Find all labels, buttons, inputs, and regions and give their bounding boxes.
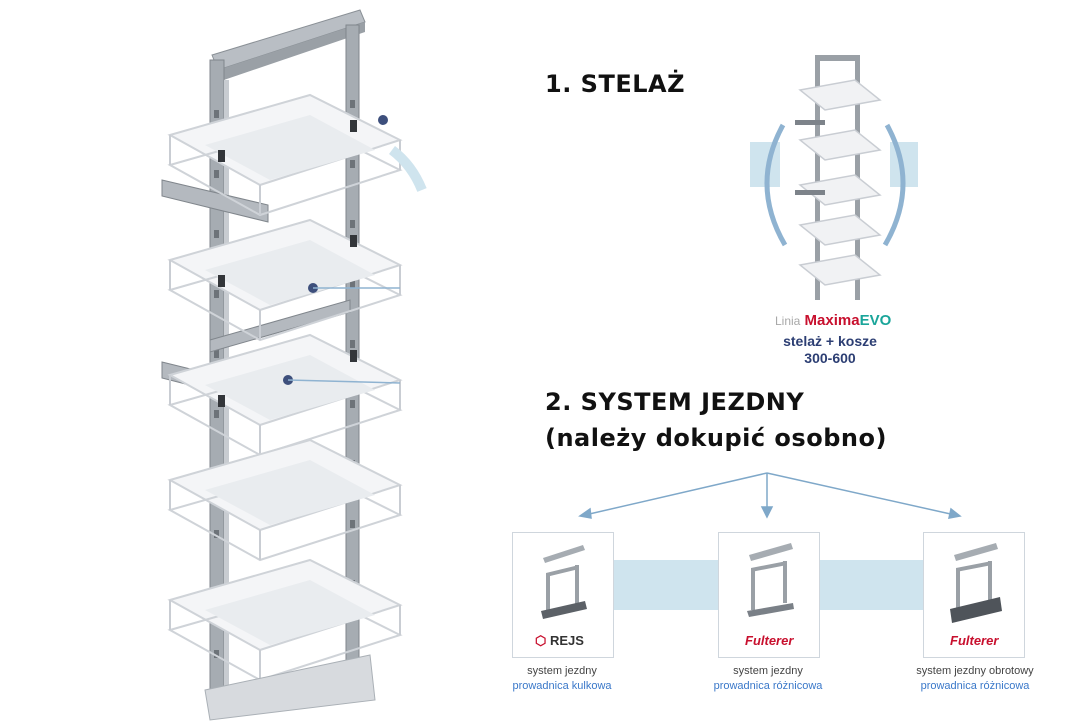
brand-name: Maxima <box>804 312 860 329</box>
brand-prefix: Linia <box>775 314 801 328</box>
system-caption-3: system jezdny obrotowy prowadnica różnic… <box>900 664 1050 694</box>
differential-slide-icon <box>747 543 794 617</box>
fulterer-logo: Fulterer <box>950 633 999 648</box>
system-caption-2-title: system jezdny <box>733 665 803 677</box>
brand-suffix: EVO <box>859 312 892 329</box>
system-caption-3-type: prowadnica różnicowa <box>920 680 1030 692</box>
system-caption-2-type: prowadnica różnicowa <box>713 680 823 692</box>
system-caption-1: system jezdny prowadnica kulkowa <box>492 664 632 694</box>
pantry-unit-illustration <box>161 9 427 721</box>
rotating-slide-icon <box>950 543 1002 623</box>
system-caption-2: system jezdny prowadnica różnicowa <box>698 664 838 694</box>
ball-slide-icon <box>541 545 587 619</box>
section-2-subheading: (należy dokupić osobno) <box>545 424 887 452</box>
product-desc-line1: stelaż + kosze <box>783 333 877 349</box>
product-desc-line2: 300-600 <box>804 350 856 366</box>
distribution-arrows <box>578 472 962 519</box>
section-1-heading: 1. STELAŻ <box>545 70 685 98</box>
fulterer-logo: Fulterer <box>745 633 794 648</box>
system-card-2[interactable]: Fulterer <box>718 532 820 658</box>
system-card-1[interactable]: ⬡ REJS <box>512 532 614 658</box>
system-caption-1-title: system jezdny <box>527 665 597 677</box>
rotation-product-illustration <box>750 55 918 300</box>
accent-band-left <box>613 560 718 610</box>
system-card-3[interactable]: Fulterer <box>923 532 1025 658</box>
accent-band-right <box>819 560 924 610</box>
section-2-heading: 2. SYSTEM JEZDNY <box>545 388 805 416</box>
product-brand: Linia MaximaEVO <box>775 312 891 329</box>
rejs-logo: ⬡ REJS <box>535 633 584 648</box>
system-caption-3-title: system jezdny obrotowy <box>916 665 1034 677</box>
system-caption-1-type: prowadnica kulkowa <box>512 680 612 692</box>
